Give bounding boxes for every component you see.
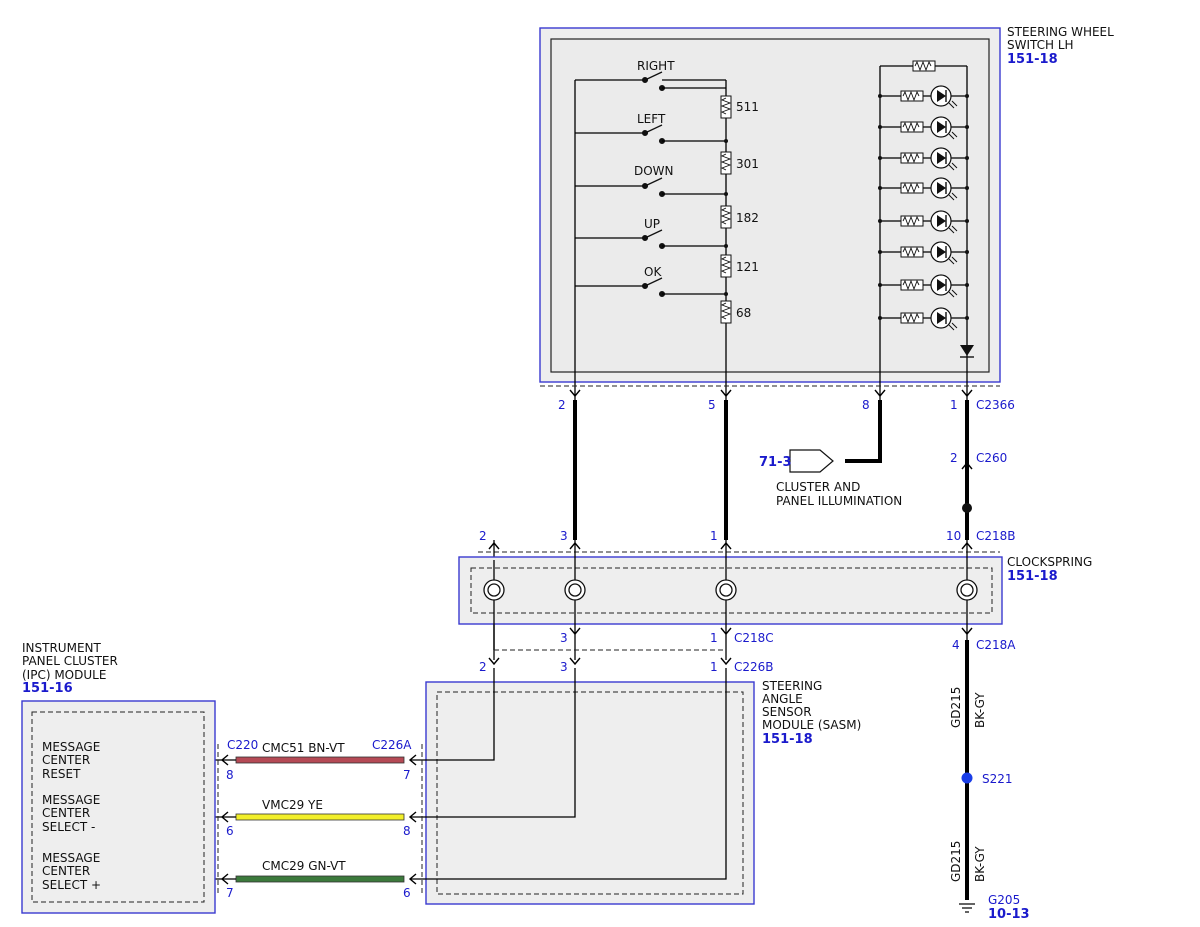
switch-label-down: DOWN (634, 164, 674, 178)
connector-c2366[interactable]: C2366 (976, 398, 1015, 412)
wire-vmc29 (235, 813, 405, 821)
ipc-title-line1: INSTRUMENT (22, 641, 101, 655)
clockspring-title: CLOCKSPRING (1007, 555, 1092, 569)
ipc-function-select-minus-line1: MESSAGE (42, 793, 100, 807)
switch-label-up: UP (644, 217, 660, 231)
ipc-function-reset-line3: RESET (42, 767, 81, 781)
ipc-function-select-minus-line3: SELECT - (42, 820, 95, 834)
connector-c218a[interactable]: C218A (976, 638, 1016, 652)
ground-wire-circuit: GD215 (949, 841, 963, 882)
wire-label-vmc29: VMC29 YE (262, 798, 323, 812)
ground-wire-circuit: GD215 (949, 687, 963, 728)
switch-label-left: LEFT (637, 112, 666, 126)
sasm-title-line1: STEERING (762, 679, 822, 693)
connector-c260[interactable]: C260 (976, 451, 1007, 465)
sasm-ref-link[interactable]: 151-18 (762, 732, 813, 747)
resistor-value: 68 (736, 306, 751, 320)
wire-cmc29 (235, 875, 405, 883)
switch-ref-link[interactable]: 151-18 (1007, 52, 1058, 67)
pin-c218b-10: 10 (946, 529, 961, 543)
ipc-ref-link[interactable]: 151-16 (22, 681, 73, 696)
ground-ref-link[interactable]: 10-13 (988, 907, 1030, 922)
resistor-value: 301 (736, 157, 759, 171)
ground-symbol-icon (959, 903, 975, 913)
clockspring-module (458, 540, 1003, 660)
illumination-label-line1: CLUSTER AND (776, 480, 860, 494)
pin-c218b-1: 1 (710, 529, 718, 543)
switch-title-line2: SWITCH LH (1007, 38, 1074, 52)
pin-c226b-1: 1 (710, 660, 718, 674)
ground-wire-color: BK-GY (973, 692, 987, 728)
pin-c218c-3: 3 (560, 631, 568, 645)
connector-c218b[interactable]: C218B (976, 529, 1016, 543)
steering-wheel-switch-module (539, 27, 1001, 383)
ipc-function-select-plus-line1: MESSAGE (42, 851, 100, 865)
led-row (878, 274, 969, 298)
ipc-function-reset-line2: CENTER (42, 753, 90, 767)
wire-label-cmc51: CMC51 BN-VT (262, 741, 345, 755)
pin-c2366-1: 1 (950, 398, 958, 412)
ipc-function-select-plus-line2: CENTER (42, 864, 90, 878)
connector-c226b[interactable]: C226B (734, 660, 774, 674)
led-row (878, 210, 969, 234)
pin-c220-7: 7 (226, 886, 234, 900)
ipc-module (21, 700, 216, 914)
pin-c2366-2: 2 (558, 398, 566, 412)
pin-c220-8: 8 (226, 768, 234, 782)
resistor-value: 511 (736, 100, 759, 114)
pin-c218b-3: 3 (560, 529, 568, 543)
pin-c226b-3: 3 (560, 660, 568, 674)
led-row (878, 177, 969, 201)
sasm-module (425, 681, 755, 905)
led-row (878, 85, 969, 109)
ground-g205-label[interactable]: G205 (988, 893, 1020, 907)
sasm-title-line4: MODULE (SASM) (762, 718, 861, 732)
switch-ladder (574, 71, 732, 400)
splice-s221-label[interactable]: S221 (982, 772, 1013, 786)
splice-s221-dot[interactable] (961, 772, 973, 784)
wire-illumination (845, 400, 882, 463)
pin-c2366-8: 8 (862, 398, 870, 412)
wire-label-cmc29: CMC29 GN-VT (262, 859, 346, 873)
pin-c260-2: 2 (950, 451, 958, 465)
pin-c226b-2: 2 (479, 660, 487, 674)
ipc-title-line3: (IPC) MODULE (22, 668, 106, 682)
pin-c226a-8: 8 (403, 824, 411, 838)
illumination-label-line2: PANEL ILLUMINATION (776, 494, 902, 508)
ipc-function-select-plus-line3: SELECT + (42, 878, 101, 892)
switch-label-right: RIGHT (637, 59, 675, 73)
wire-cmc51 (235, 756, 405, 764)
led-row (878, 241, 969, 265)
switch-title-line1: STEERING WHEEL (1007, 25, 1114, 39)
resistor-value: 121 (736, 260, 759, 274)
pin-c226a-7: 7 (403, 768, 411, 782)
splice-dot (962, 503, 972, 513)
ipc-title-line2: PANEL CLUSTER (22, 654, 118, 668)
ground-wire-color: BK-GY (973, 846, 987, 882)
pin-c226a-6: 6 (403, 886, 411, 900)
pin-c218a-4: 4 (952, 638, 960, 652)
led-row (878, 116, 969, 140)
pin-c220-6: 6 (226, 824, 234, 838)
illumination-ref-link[interactable]: 71-3 (759, 455, 792, 470)
switch-label-ok: OK (644, 265, 662, 279)
connector-c226a[interactable]: C226A (372, 738, 412, 752)
resistor-value: 182 (736, 211, 759, 225)
led-row (878, 147, 969, 171)
led-row (878, 307, 969, 331)
clockspring-ref-link[interactable]: 151-18 (1007, 569, 1058, 584)
illumination-connector-icon[interactable] (789, 449, 834, 473)
connector-c218c[interactable]: C218C (734, 631, 774, 645)
pin-c218b-2: 2 (479, 529, 487, 543)
led-illumination-array (878, 60, 974, 400)
pin-c2366-5: 5 (708, 398, 716, 412)
ipc-function-select-minus-line2: CENTER (42, 806, 90, 820)
pin-c218c-1: 1 (710, 631, 718, 645)
sasm-title-line2: ANGLE (762, 692, 803, 706)
sasm-title-line3: SENSOR (762, 705, 812, 719)
ipc-function-reset-line1: MESSAGE (42, 740, 100, 754)
connector-c220[interactable]: C220 (227, 738, 258, 752)
